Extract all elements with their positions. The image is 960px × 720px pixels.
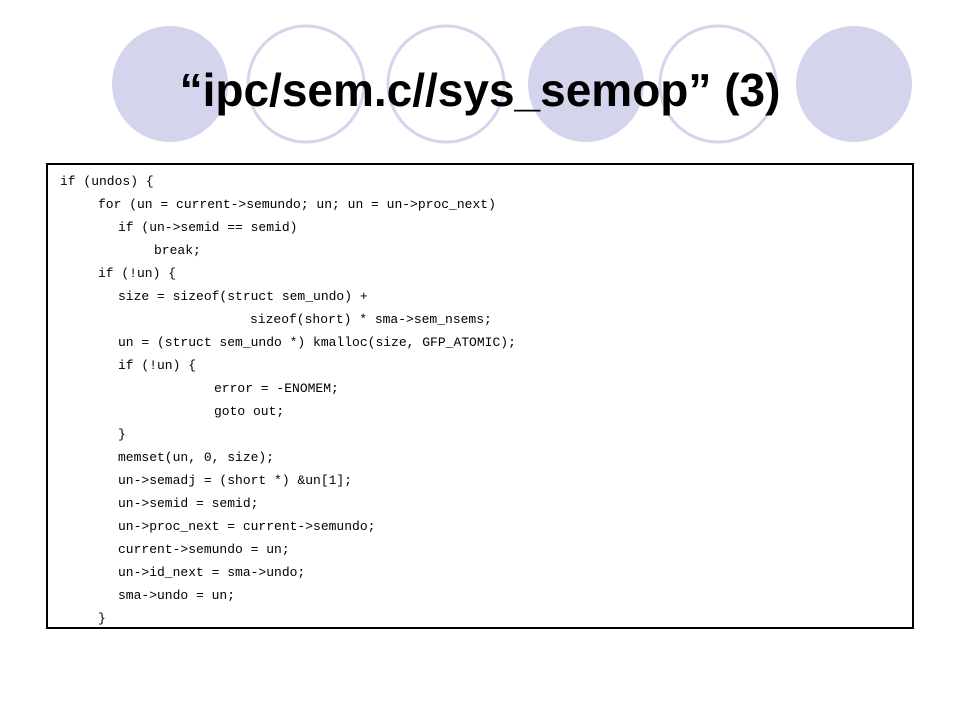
code-line: size = sizeof(struct sem_undo) + [118,289,368,304]
decor-circle-2 [246,24,366,144]
decor-circle-3 [386,24,506,144]
code-line: goto out; [214,404,285,419]
code-line: sma->undo = un; [118,588,236,603]
code-line: } [118,427,126,442]
code-line: un = (struct sem_undo *) kmalloc(size, G… [118,335,516,350]
decor-circle-1 [112,26,228,142]
slide-title: “ipc/sem.c//sys_semop” (3) [179,64,781,116]
code-line: un->semadj = (short *) &un[1]; [118,473,353,488]
code-line: break; [154,243,201,258]
code-line: un->proc_next = current->semundo; [118,519,376,534]
code-line: for (un = current->semundo; un; un = un-… [98,197,496,212]
code-line: if (!un) { [98,266,177,281]
code-line: if (!un) { [118,358,197,373]
decor-circle-6 [796,26,912,142]
code-line: sizeof(short) * sma->sem_nsems; [250,312,492,327]
code-line: error = -ENOMEM; [214,381,339,396]
decor-circle-5 [658,24,778,144]
code-box: if (undos) { for (un = current->semundo; … [46,163,914,629]
code-line: if (undos) { [60,174,154,189]
title-decoration [112,24,912,144]
code-line: if (un->semid == semid) [118,220,298,235]
code-line: memset(un, 0, size); [118,450,275,465]
code-line: un->semid = semid; [118,496,259,511]
decor-circle-4 [528,26,644,142]
code-line: current->semundo = un; [118,542,290,557]
code-line: } [98,611,106,626]
code-line: un->id_next = sma->undo; [118,565,306,580]
